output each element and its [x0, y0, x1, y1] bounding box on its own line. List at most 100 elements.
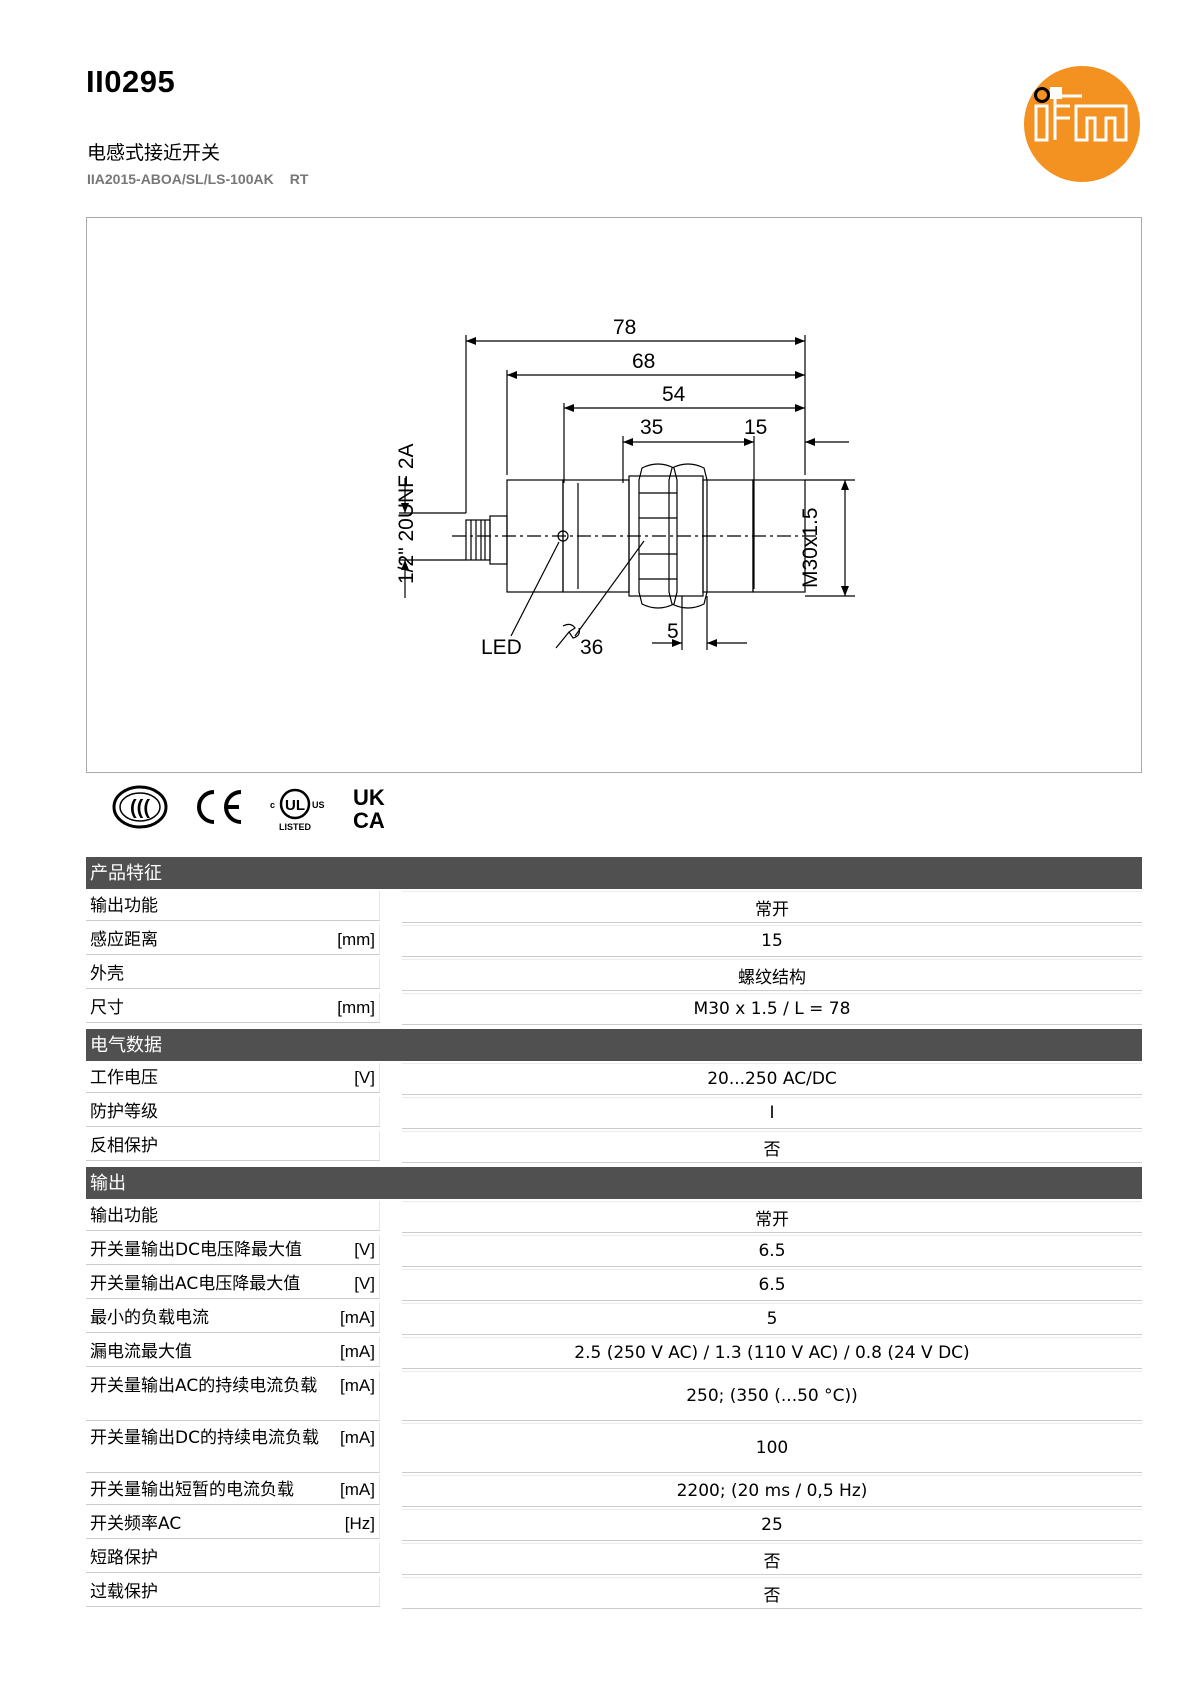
spec-label: 短路保护 [90, 1548, 158, 1568]
spec-row: 输出功能 常开 [86, 891, 1142, 923]
spec-row: 开关量输出AC电压降最大值 [V] 6.5 [86, 1269, 1142, 1301]
dim-78: 78 [613, 316, 636, 339]
spec-label: 尺寸 [90, 998, 124, 1018]
spec-row: 外壳螺纹结构 [86, 959, 1142, 991]
spec-row: 短路保护 否 [86, 1543, 1142, 1575]
spec-label: 开关频率AC [90, 1514, 182, 1534]
spec-label-cell: 最小的负载电流[mA] [86, 1303, 380, 1333]
spec-value: 6.5 [402, 1269, 1142, 1301]
spec-row: 开关量输出AC的持续电流负载 [mA] 250; (350 (...50 °C)) [86, 1371, 1142, 1421]
spec-unit [331, 895, 375, 918]
spec-label-cell: 漏电流最大值 [mA] [86, 1337, 380, 1367]
spec-label-cell: 开关量输出AC电压降最大值 [V] [86, 1269, 380, 1299]
spec-label-cell: 开关量输出短暂的电流负载 [mA] [86, 1475, 380, 1505]
cul-listed-mark-icon: UL c US LISTED [270, 788, 325, 832]
spec-label-cell: 反相保护 [86, 1131, 380, 1161]
spec-label: 开关量输出AC电压降最大值 [90, 1274, 301, 1294]
thread-right-label: M30x1.5 [799, 507, 822, 588]
spec-value: 25 [402, 1509, 1142, 1541]
spec-unit: [V] [354, 1274, 375, 1293]
dim-15: 15 [744, 416, 767, 439]
spec-value: 否 [402, 1131, 1142, 1163]
ukca-mark-icon: UK CA [353, 785, 385, 833]
led-label: LED [481, 636, 522, 659]
spec-row: 开关频率AC [Hz] 25 [86, 1509, 1142, 1541]
svg-text:c: c [270, 800, 275, 810]
ccc-mark-icon: ((( [112, 785, 168, 829]
spec-value: 2200; (20 ms / 0,5 Hz) [402, 1475, 1142, 1507]
spec-label: 感应距离 [90, 930, 158, 950]
spec-label: 开关量输出DC电压降最大值 [90, 1240, 302, 1260]
spec-label-cell: 开关量输出DC的持续电流负载 [mA] [86, 1423, 380, 1473]
spec-unit: [V] [354, 1068, 375, 1087]
spec-value: 常开 [402, 891, 1142, 923]
spec-value: 250; (350 (...50 °C)) [402, 1371, 1142, 1421]
spec-label: 过载保护 [90, 1582, 158, 1602]
spec-label: 开关量输出DC的持续电流负载 [90, 1428, 319, 1448]
spec-label: 输出功能 [90, 1206, 158, 1226]
dim-68: 68 [632, 350, 655, 373]
spec-unit [331, 1581, 375, 1604]
spec-value: 20...250 AC/DC [402, 1063, 1142, 1095]
spec-row: 工作电压[V]20...250 AC/DC [86, 1063, 1142, 1095]
ukca-uk-text: UK [353, 785, 385, 810]
spec-value: 常开 [402, 1201, 1142, 1233]
dimension-drawing: 78 68 54 35 15 5 36 LED 1/2" 20UNF 2A M3… [86, 217, 1142, 773]
spec-unit: [V] [354, 1240, 375, 1259]
dim-35: 35 [640, 416, 663, 439]
product-title: II0295 [86, 64, 176, 99]
spec-row: 最小的负载电流[mA]5 [86, 1303, 1142, 1335]
spec-row: 开关量输出DC电压降最大值[V]6.5 [86, 1235, 1142, 1267]
dim-36: 36 [580, 636, 603, 659]
spec-unit [331, 1101, 375, 1124]
article-code: IIA2015-ABOA/SL/LS-100AK RT [87, 171, 324, 187]
svg-text:US: US [312, 800, 325, 810]
spec-label: 开关量输出AC的持续电流负载 [90, 1376, 318, 1396]
spec-value: 100 [402, 1423, 1142, 1473]
spec-unit: [mA] [340, 1480, 375, 1499]
spec-label-cell: 短路保护 [86, 1543, 380, 1573]
spec-unit [331, 1135, 375, 1158]
svg-text:(((: ((( [130, 797, 150, 819]
article-suffix: RT [289, 171, 309, 187]
spec-label-cell: 尺寸 [mm] [86, 993, 380, 1023]
spec-value: 否 [402, 1577, 1142, 1609]
spec-unit: [mm] [337, 930, 375, 949]
spec-unit: [mA] [340, 1428, 375, 1447]
spec-unit: [mA] [340, 1376, 375, 1395]
listed-text: LISTED [279, 822, 312, 832]
spec-row: 过载保护 否 [86, 1577, 1142, 1609]
section-header: 输出 [86, 1167, 1142, 1199]
spec-label-cell: 过载保护 [86, 1577, 380, 1607]
section-header: 产品特征 [86, 857, 1142, 889]
spec-value: I [402, 1097, 1142, 1129]
spec-row: 感应距离 [mm] 15 [86, 925, 1142, 957]
svg-text:UL: UL [285, 797, 305, 814]
spec-unit: [mm] [337, 998, 375, 1017]
ce-mark-icon [197, 790, 242, 824]
spec-label-cell: 外壳 [86, 959, 380, 989]
spec-unit [331, 1205, 375, 1228]
spec-row: 反相保护 否 [86, 1131, 1142, 1163]
article-number: IIA2015-ABOA/SL/LS-100AK [87, 171, 274, 187]
spec-unit: [Hz] [344, 1514, 375, 1533]
product-subtitle: 电感式接近开关 [87, 142, 221, 164]
spec-row: 输出功能 常开 [86, 1201, 1142, 1233]
spec-row: 漏电流最大值[mA]2.5 (250 V AC) / 1.3 (110 V AC… [86, 1337, 1142, 1369]
spec-label: 输出功能 [90, 896, 158, 916]
spec-row: 开关量输出短暂的电流负载 [mA] 2200; (20 ms / 0,5 Hz) [86, 1475, 1142, 1507]
spec-value: 15 [402, 925, 1142, 957]
spec-label-cell: 开关频率AC [Hz] [86, 1509, 380, 1539]
section-header: 电气数据 [86, 1029, 1142, 1061]
spec-label: 防护等级 [90, 1102, 158, 1122]
spec-unit: [mA] [340, 1342, 375, 1361]
spec-value: M30 x 1.5 / L = 78 [402, 993, 1142, 1025]
spec-label: 漏电流最大值 [90, 1342, 192, 1362]
spec-unit: [mA] [340, 1308, 375, 1327]
dim-5: 5 [667, 620, 679, 643]
spec-value: 否 [402, 1543, 1142, 1575]
spec-label: 反相保护 [90, 1136, 158, 1156]
spec-row: 尺寸 [mm] M30 x 1.5 / L = 78 [86, 993, 1142, 1025]
spec-label: 开关量输出短暂的电流负载 [90, 1480, 294, 1500]
